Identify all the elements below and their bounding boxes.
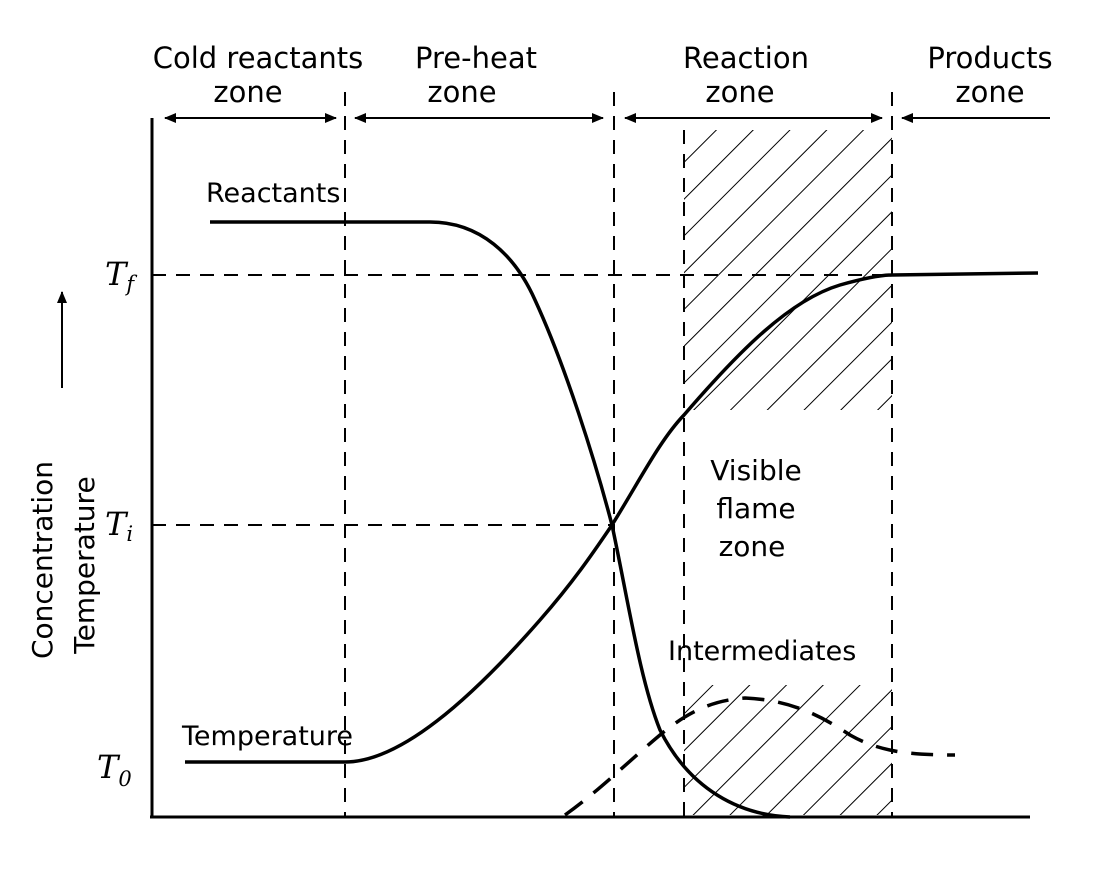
flame-hatch-lower [684,685,892,815]
visible-flame-region [660,130,892,815]
y-axis-label-concentration: Concentration [26,461,59,659]
products-zone-label-line2: zone [955,75,1024,109]
intermediates-curve [563,696,956,817]
y-axis-label-temperature: Temperature [68,476,101,654]
temperature-label: Temperature [181,721,353,752]
flame-label-line3: zone [719,530,786,563]
flame-label-line2: flame [716,492,795,525]
preheat-zone-label-line1: Pre-heat [415,41,537,75]
preheat-zone-label-line2: zone [427,75,496,109]
tick-ti: Ti [105,505,133,546]
intermediates-label: Intermediates [668,636,856,667]
reaction-zone-label-line2: zone [705,75,774,109]
cold-zone-label-line1: Cold reactants [153,41,364,75]
tick-tf: Tf [105,255,137,296]
tick-t0: T0 [97,748,132,791]
flame-hatch-upper [684,130,892,410]
reactants-label: Reactants [206,178,340,209]
temperature-curve [185,271,1039,764]
flame-label-line1: Visible [710,454,801,487]
reaction-zone-label-line1: Reaction [683,41,809,75]
intermediates-label-backdrop [660,628,892,668]
cold-zone-label-line2: zone [213,75,282,109]
products-zone-label-line1: Products [927,41,1052,75]
